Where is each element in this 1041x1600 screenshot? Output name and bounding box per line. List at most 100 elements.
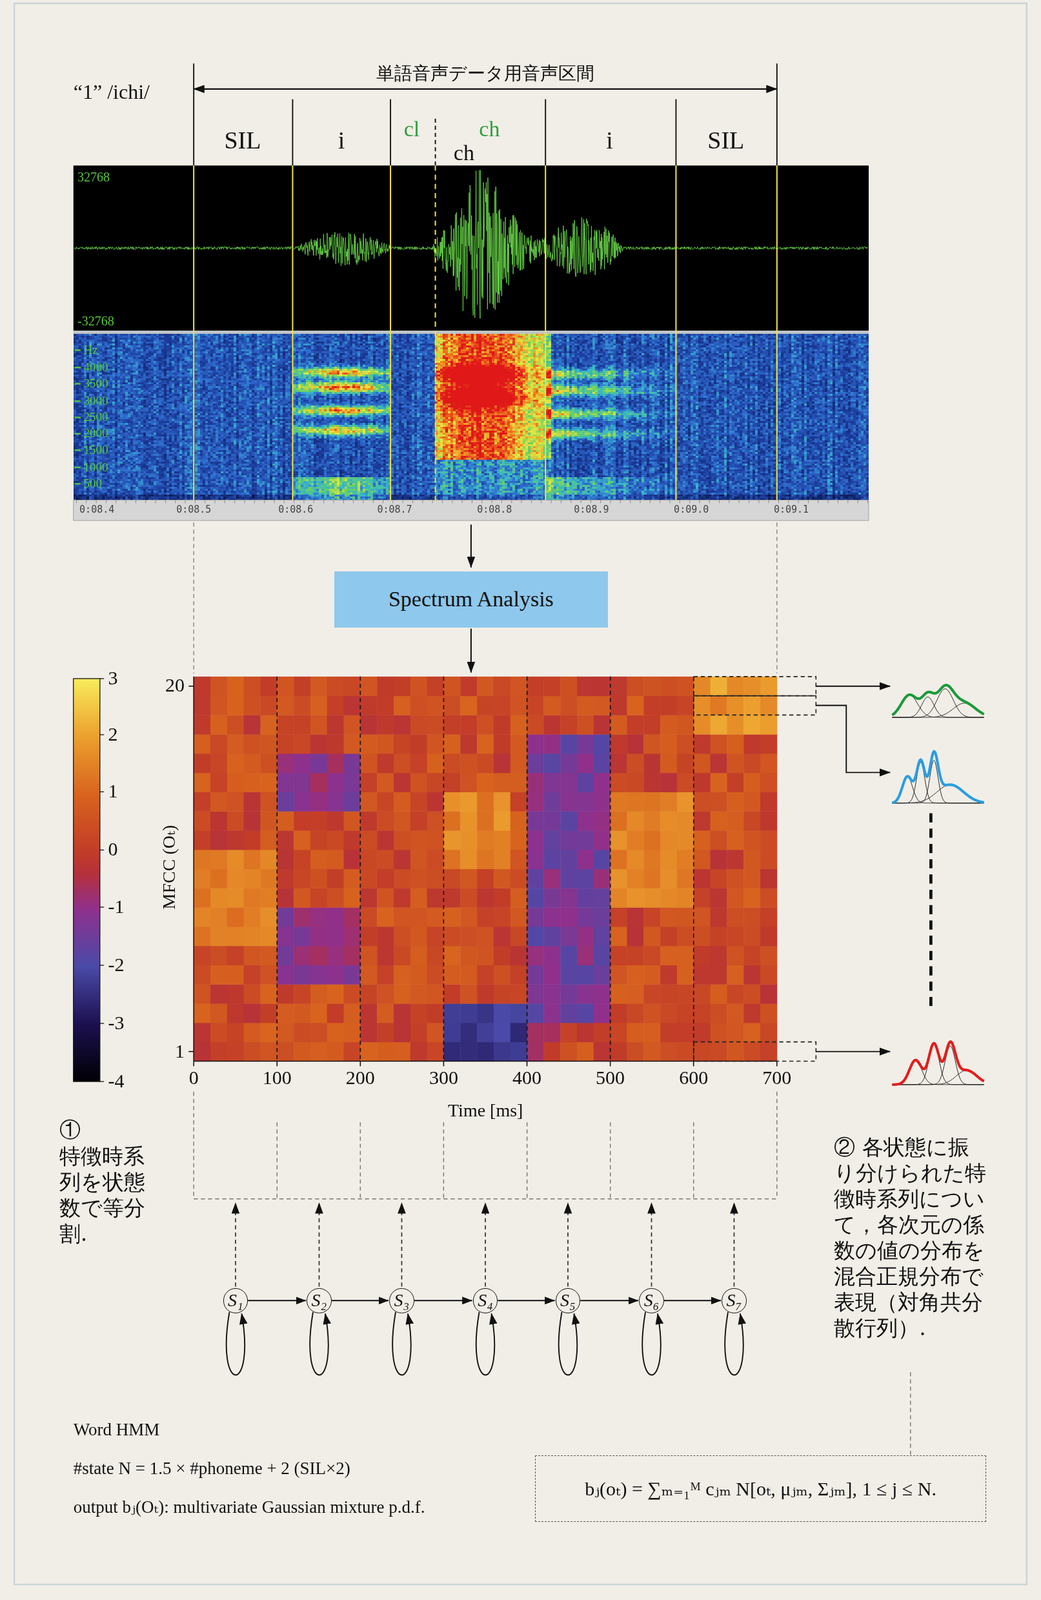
heatmap-cell	[193, 829, 211, 850]
heatmap-cell	[443, 1041, 461, 1062]
heatmap-cell	[276, 906, 294, 927]
heatmap-cell	[460, 945, 477, 965]
heatmap-cell	[327, 829, 344, 850]
heatmap-cell	[543, 849, 561, 869]
state-label: S₃	[394, 1290, 410, 1311]
heatmap-cell	[743, 772, 761, 792]
colorbar-tick-mark	[100, 1022, 104, 1023]
time-tick-mark	[174, 500, 176, 504]
heatmap-cell	[626, 1002, 644, 1023]
heatmap-cell	[393, 676, 411, 696]
heatmap-cell	[693, 791, 711, 812]
heatmap-cell	[643, 1041, 661, 1062]
heatmap-cell	[693, 714, 711, 734]
flow-arrow	[470, 628, 472, 673]
colorbar-tick-mark	[100, 1080, 104, 1082]
heatmap-cell	[460, 1022, 477, 1042]
heatmap-cell	[726, 964, 744, 985]
time-tick-mark	[857, 500, 859, 504]
heatmap-cell	[593, 753, 611, 773]
frequency-tick-mark	[74, 449, 81, 451]
heatmap-cell	[193, 714, 211, 734]
heatmap-cell	[460, 791, 477, 812]
axis-tick-mark	[693, 1060, 695, 1066]
heatmap-cell	[243, 1041, 261, 1062]
heatmap-cell	[510, 887, 528, 907]
heatmap-cell	[376, 964, 394, 985]
heatmap-cell	[527, 983, 545, 1003]
axis-tick-mark	[526, 1060, 528, 1066]
heatmap-cell	[710, 791, 728, 812]
time-tick-mark	[353, 500, 354, 504]
heatmap-cell	[410, 1002, 428, 1023]
assignment-arrow	[401, 1202, 403, 1287]
heatmap-cell	[393, 983, 411, 1003]
heatmap-cell	[710, 695, 728, 716]
heatmap-cell	[493, 695, 511, 716]
heatmap-cell	[510, 1022, 528, 1042]
heatmap-cell	[360, 733, 377, 754]
heatmap-cell	[643, 695, 661, 716]
heatmap-cell	[527, 695, 545, 716]
heatmap-cell	[410, 849, 428, 869]
time-tick-mark	[639, 500, 641, 504]
heatmap-cell	[293, 714, 311, 734]
state-circle: S₄	[473, 1287, 499, 1313]
heatmap-cell	[493, 849, 511, 869]
heatmap-cell	[476, 791, 494, 812]
heatmap-cell	[726, 733, 744, 754]
division-line	[443, 676, 445, 1062]
ellipsis-line	[929, 813, 933, 1011]
frequency-label: 4000	[83, 360, 109, 375]
heatmap-cell	[576, 676, 594, 696]
state-circle: S₅	[555, 1287, 581, 1313]
heatmap-cell	[210, 868, 228, 889]
heatmap-cell	[260, 983, 277, 1003]
heatmap-cell	[427, 810, 445, 830]
heatmap-cell	[660, 695, 678, 716]
heatmap-cell	[610, 829, 628, 850]
heatmap-cell	[293, 733, 311, 754]
heatmap-cell	[276, 829, 294, 850]
heatmap-cell	[476, 868, 494, 889]
heatmap-cell	[427, 849, 445, 869]
heatmap-cell	[576, 926, 594, 946]
heatmap-cell	[626, 733, 644, 754]
heatmap-cell	[626, 676, 644, 696]
state-circle: S₃	[389, 1287, 415, 1313]
frequency-tick-mark	[74, 400, 81, 402]
colorbar-ticks	[100, 678, 104, 1082]
axis-tick-mark	[192, 1060, 195, 1066]
heatmap-cell	[643, 714, 661, 734]
time-tick-mark	[570, 500, 572, 504]
heatmap-cell	[243, 829, 261, 850]
heatmap-cell	[393, 849, 411, 869]
heatmap-cell	[427, 868, 445, 889]
heatmap-cell	[376, 714, 394, 734]
heatmap-cell	[710, 906, 728, 927]
process-box: Spectrum Analysis	[334, 571, 608, 628]
heatmap-cell	[693, 906, 711, 927]
heatmap-cell	[476, 1002, 494, 1023]
heatmap-cell	[743, 983, 761, 1003]
heatmap-cell	[593, 676, 611, 696]
heatmap-cell	[660, 887, 678, 907]
assignment-arrow	[234, 1202, 237, 1287]
heatmap-cell	[693, 810, 711, 830]
heatmap-cell	[443, 849, 461, 869]
heatmap-cell	[560, 964, 577, 985]
heatmap-cell	[327, 714, 344, 734]
heatmap-cell	[276, 964, 294, 985]
heatmap-cell	[610, 810, 628, 830]
heatmap-cell	[427, 1041, 445, 1062]
heatmap-cell	[360, 1022, 377, 1042]
heatmap-cell	[210, 983, 228, 1003]
segment-label: i	[338, 126, 346, 155]
heatmap-cell	[343, 849, 361, 869]
time-tick-mark	[115, 500, 117, 504]
heatmap-cell	[643, 983, 661, 1003]
time-tick-mark	[481, 500, 483, 504]
heatmap-cell	[527, 733, 545, 754]
heatmap-cell	[193, 810, 211, 830]
